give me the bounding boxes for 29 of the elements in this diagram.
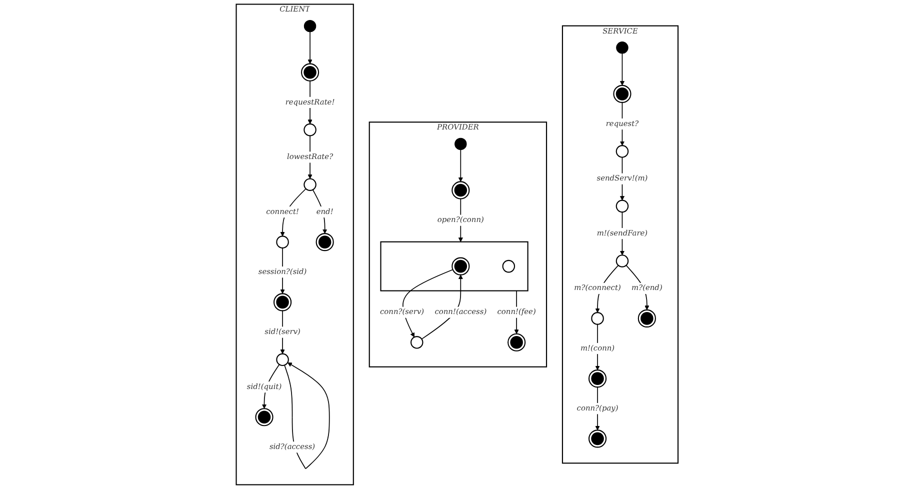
node-dot — [616, 42, 629, 54]
node-circle — [592, 312, 604, 325]
node-circle — [276, 353, 290, 366]
node-dot — [454, 138, 468, 150]
arrow — [458, 149, 464, 182]
node-bullseye — [638, 309, 656, 328]
node-bullseye — [452, 257, 470, 276]
node-circle — [304, 123, 317, 136]
node-circle — [410, 336, 424, 349]
node-circle — [304, 178, 317, 191]
node-bullseye — [588, 430, 607, 448]
node-bullseye — [316, 233, 334, 252]
node-circle — [276, 236, 290, 248]
node-bullseye — [508, 333, 526, 352]
arrow — [308, 32, 313, 64]
cluster — [380, 241, 529, 292]
node-dot — [304, 20, 316, 32]
node-bullseye — [614, 84, 632, 103]
node-bullseye — [256, 408, 274, 426]
node-bullseye — [588, 370, 607, 388]
node-bullseye — [301, 63, 320, 82]
arrow — [620, 53, 625, 86]
node-bullseye — [274, 293, 292, 312]
node-circle — [616, 254, 629, 268]
node-bullseye — [452, 181, 470, 200]
node-circle — [502, 260, 516, 273]
node-circle — [616, 200, 629, 213]
node-circle — [616, 145, 629, 158]
arrow — [312, 189, 328, 234]
